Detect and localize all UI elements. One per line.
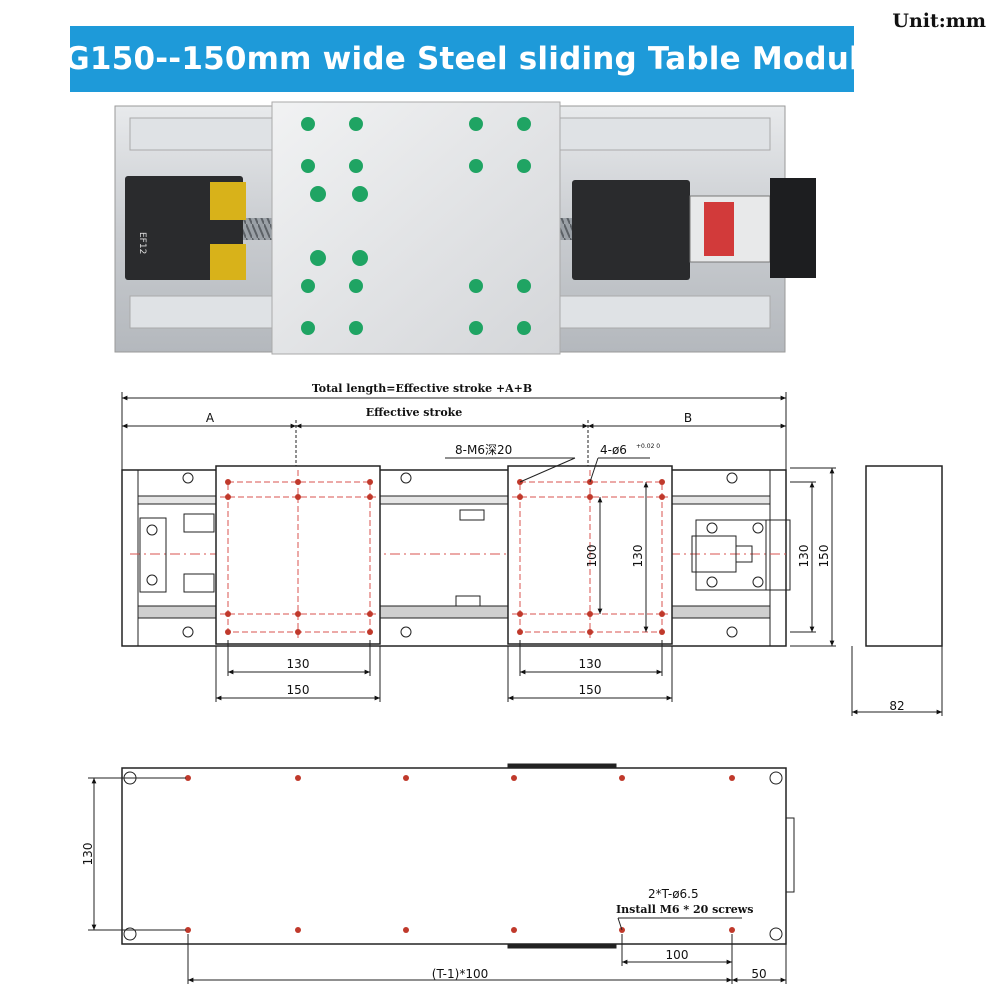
nut-marking: EF12: [137, 232, 147, 254]
dim-150-right: 150: [579, 683, 602, 697]
dim-150-left: 150: [287, 683, 310, 697]
bottom-view: [88, 763, 795, 984]
bottom-dim-100: 100: [666, 948, 689, 962]
top-view: [121, 392, 943, 716]
unit-label: Unit:mm: [892, 10, 986, 32]
end-block-right: [572, 180, 690, 280]
pin-note: 4-ø6: [600, 443, 627, 457]
install-note: Install M6 * 20 screws: [616, 903, 753, 916]
bottom-dim-50: 50: [751, 967, 766, 981]
dim-a-label: A: [206, 411, 215, 425]
dim-130-right: 130: [579, 657, 602, 671]
dim-82: 82: [889, 699, 904, 713]
limit-sensor-top: [210, 182, 246, 220]
dim-150-side: 150: [817, 545, 831, 568]
motor-flange: [770, 178, 816, 278]
title-text: FG150--150mm wide Steel sliding Table Mo…: [42, 41, 882, 77]
dim-130-vert: 130: [631, 545, 645, 568]
plate-holes: [301, 117, 531, 335]
mount-hole-label: 2*T-ø6.5: [648, 887, 699, 901]
thread-note: 8-M6深20: [455, 443, 512, 457]
dim-100-vert: 100: [585, 545, 599, 568]
slider-plate: [271, 101, 561, 355]
effective-stroke-label: Effective stroke: [366, 406, 463, 419]
total-length-label: Total length=Effective stroke +A+B: [312, 382, 532, 395]
pin-tolerance: +0.02 0: [636, 443, 660, 450]
dim-b-label: B: [684, 411, 692, 425]
product-photo: EF12: [114, 101, 816, 355]
bottom-dim-130: 130: [81, 843, 95, 866]
dim-130-left: 130: [287, 657, 310, 671]
title-banner: FG150--150mm wide Steel sliding Table Mo…: [43, 26, 881, 92]
limit-sensor-bottom: [210, 244, 246, 280]
dim-130-side: 130: [797, 545, 811, 568]
bottom-dim-pitch: (T-1)*100: [432, 967, 488, 981]
coupling-spider: [704, 202, 734, 256]
